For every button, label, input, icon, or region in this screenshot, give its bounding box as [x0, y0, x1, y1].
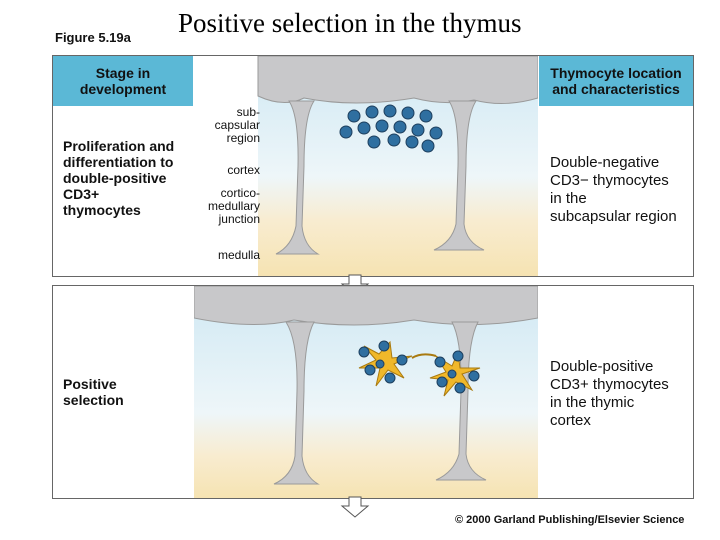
header-stage: Stage in development [53, 56, 193, 106]
description-double-negative: Double-negative CD3− thymocytes in the s… [550, 154, 677, 225]
copyright-credit: © 2000 Garland Publishing/Elsevier Scien… [455, 514, 685, 526]
thymus-diagram-bottom [193, 286, 539, 498]
epithelial-cell-left [358, 340, 413, 387]
panel-positive-selection: Positive selection Double-positive CD3+ … [52, 285, 694, 499]
cell-process [411, 353, 437, 359]
page-title: Positive selection in the thymus [178, 8, 522, 38]
zone-cortex: cortex [227, 163, 260, 177]
stage-positive-selection: Positive selection [63, 376, 124, 408]
septum-left [275, 100, 320, 255]
capsule [257, 56, 539, 105]
thymus-diagram-top [194, 56, 539, 276]
zone-junction: cortico- medullary junction [207, 186, 260, 226]
header-location: Thymocyte location and characteristics [539, 56, 693, 106]
figure-label: Figure 5.19a [55, 30, 131, 45]
septum-left [273, 321, 320, 485]
thymus-cortex-svg [193, 286, 539, 498]
septum-right [433, 100, 485, 251]
zone-subcapsular: sub- capsular region [214, 105, 260, 145]
thymus-section-svg [257, 56, 539, 276]
thymocytes-double-positive [358, 340, 480, 394]
zone-medulla: medulla [217, 248, 260, 262]
panel-proliferation: Stage in development Thymocyte location … [52, 55, 694, 277]
stage-proliferation: Proliferation and differentiation to dou… [63, 138, 175, 218]
thymocyte-cluster [339, 104, 443, 153]
description-double-positive: Double-positive CD3+ thymocytes in the t… [550, 358, 669, 429]
capsule [193, 286, 539, 326]
septum-right [435, 321, 487, 481]
down-arrow-icon [340, 496, 370, 518]
